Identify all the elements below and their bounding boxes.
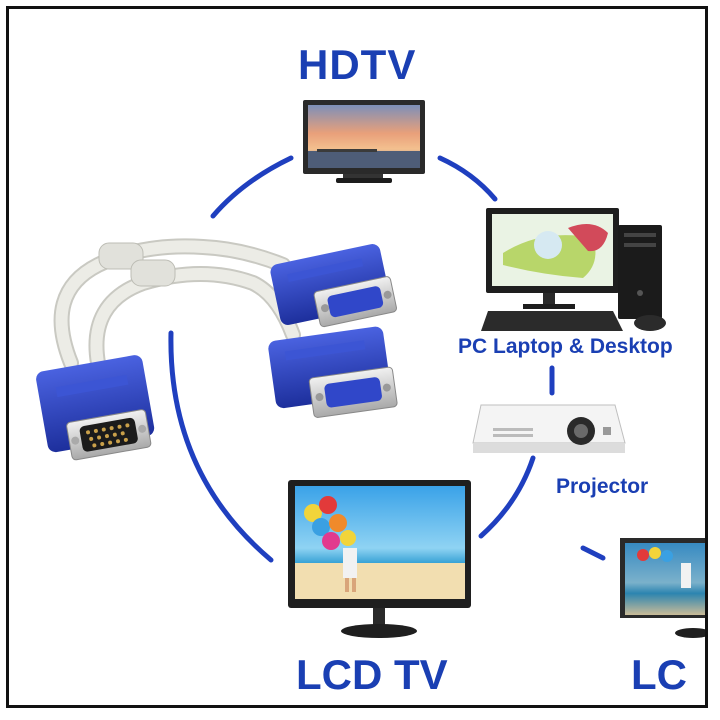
lcd-tv-partial-icon xyxy=(620,538,705,638)
lcd-tv-label: LCD TV xyxy=(296,651,448,698)
hdtv-label: HDTV xyxy=(298,41,417,88)
lcd-tv-icon xyxy=(288,480,471,638)
desktop-pc-icon xyxy=(481,208,666,331)
vga-splitter-cable xyxy=(36,238,398,461)
pc-laptop-desktop-label: PC Laptop & Desktop xyxy=(458,335,673,358)
projector-icon xyxy=(472,404,626,453)
hdtv-icon xyxy=(303,100,425,183)
lcd-tv-partial-label: LC xyxy=(631,651,687,698)
connection-arcs xyxy=(168,155,606,563)
projector-label: Projector xyxy=(556,475,649,498)
illustration xyxy=(36,100,705,638)
image-frame: HDTV PC Laptop & Desktop Projector LCD T… xyxy=(6,6,708,708)
